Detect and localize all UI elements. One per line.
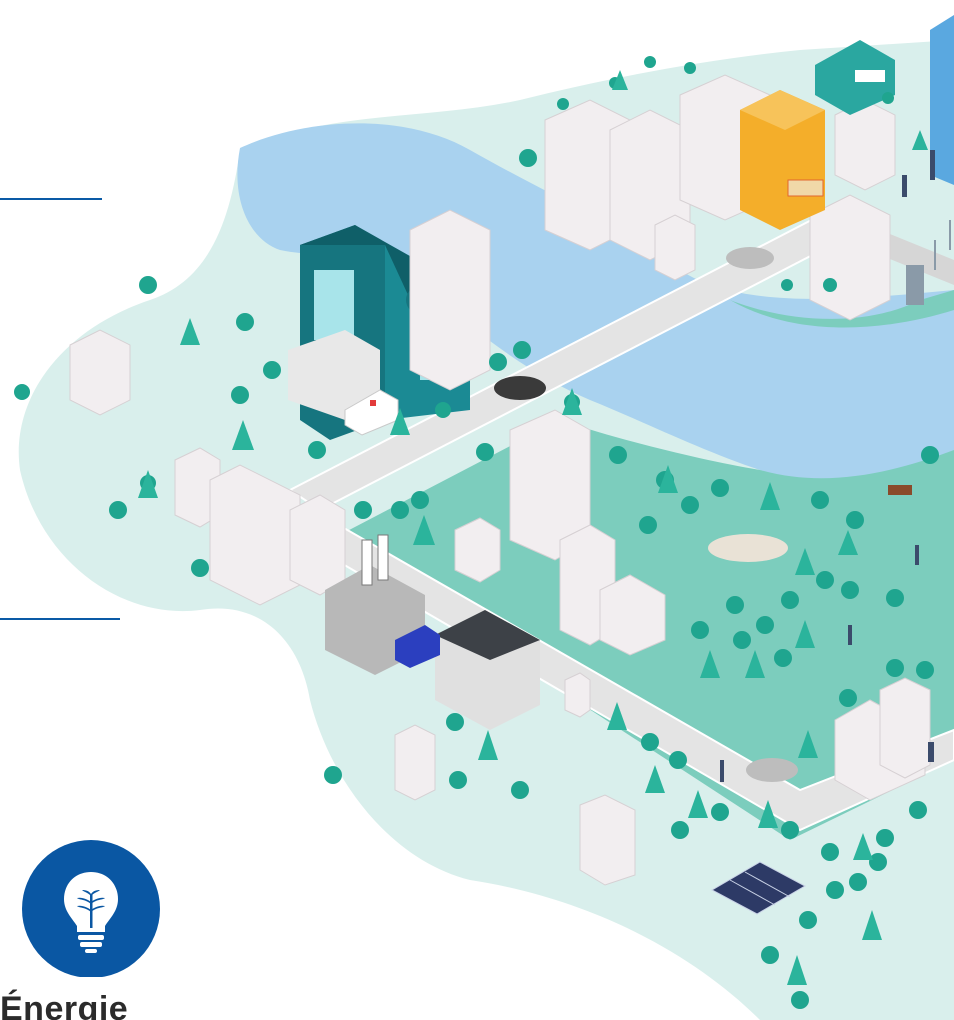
bridge <box>880 230 954 285</box>
section-divider <box>0 198 102 200</box>
street-lights <box>934 220 951 270</box>
delivery-truck <box>395 625 440 668</box>
car <box>494 376 546 400</box>
energy-badge[interactable] <box>22 840 160 978</box>
pine-trees <box>138 70 928 985</box>
people <box>720 150 935 782</box>
gazebo <box>888 485 912 495</box>
bridge-pillar <box>906 265 924 305</box>
lightbulb-leaf-icon <box>64 872 118 953</box>
exchange-kiosk <box>815 40 895 115</box>
solar-panel-array <box>710 861 807 915</box>
skate-bowl <box>708 534 788 562</box>
hotel-building <box>740 90 825 230</box>
lake <box>237 123 954 491</box>
energy-label[interactable]: Énergie <box>0 990 129 1020</box>
car <box>726 247 774 269</box>
office-buildings <box>69 74 931 886</box>
glass-tower <box>930 15 954 185</box>
warehouse <box>435 610 540 730</box>
car <box>746 758 798 782</box>
section-divider <box>0 618 120 620</box>
park-area-north <box>730 290 954 328</box>
